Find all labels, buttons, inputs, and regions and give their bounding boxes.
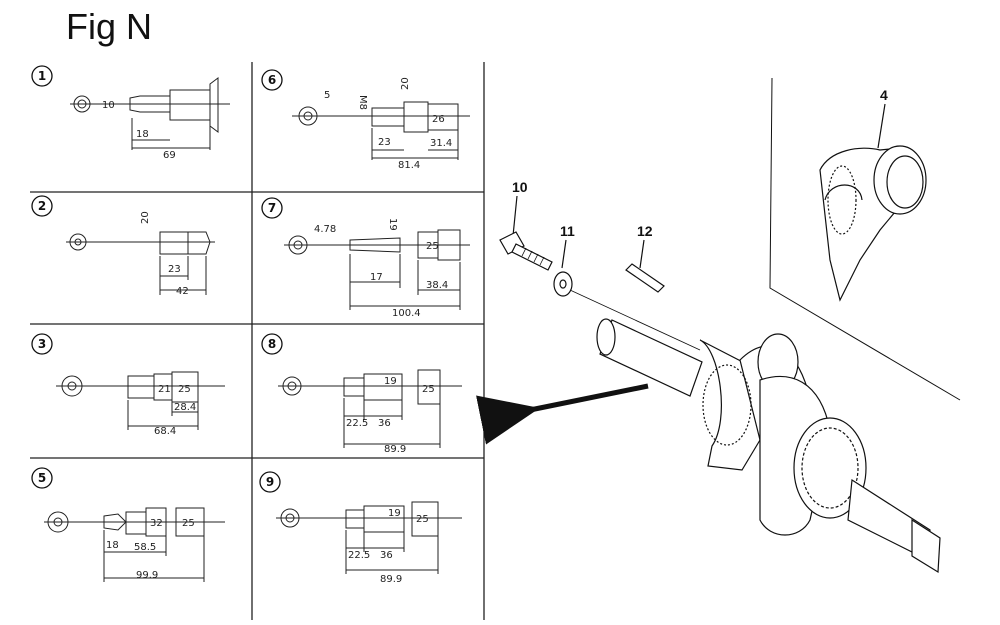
dim-label: 42 xyxy=(176,286,189,297)
dim-label: 25 xyxy=(182,518,195,529)
dim-label: 89.9 xyxy=(384,444,406,455)
dim-label: 89.9 xyxy=(380,574,402,585)
dim-label: 32 xyxy=(150,518,163,529)
panel-3: 3 21 25 28.4 68.4 xyxy=(31,333,225,437)
dim-label: 38.4 xyxy=(426,280,448,291)
part-number-11: 11 xyxy=(560,223,575,239)
dim-label: M8 xyxy=(357,95,368,110)
dim-label: 17 xyxy=(370,272,383,283)
panel-number: 2 xyxy=(38,199,46,213)
dim-label: 26 xyxy=(432,114,445,125)
dim-label: 28.4 xyxy=(174,402,196,413)
dim-label: 23 xyxy=(378,137,391,148)
panel-grid xyxy=(30,62,485,620)
bolt-part xyxy=(499,231,553,271)
dim-label: 5 xyxy=(324,90,330,101)
dim-label: 20 xyxy=(400,77,411,90)
dim-label: 18 xyxy=(136,129,149,140)
key-part xyxy=(625,263,665,293)
dim-label: 4.78 xyxy=(314,224,336,235)
panel-8: 8 19 25 22.5 36 89.9 xyxy=(261,333,462,455)
dim-label: 36 xyxy=(378,418,391,429)
panel-number: 6 xyxy=(268,73,276,87)
part-number-12: 12 xyxy=(637,223,653,239)
panel-6: 6 5 M8 20 23 26 31.4 81.4 xyxy=(261,69,470,171)
dim-label: 25 xyxy=(426,241,439,252)
dim-label: 99.9 xyxy=(136,570,158,581)
dim-label: 25 xyxy=(178,384,191,395)
panel-number: 5 xyxy=(38,471,46,485)
panel-7: 7 4.78 19 25 17 38.4 100.4 xyxy=(261,197,470,319)
part-number-10: 10 xyxy=(512,179,528,195)
part-number-4: 4 xyxy=(880,87,888,103)
crankshaft-part xyxy=(699,333,941,574)
dim-label: 58.5 xyxy=(134,542,156,553)
dim-label: 100.4 xyxy=(392,308,421,319)
dim-label: 22.5 xyxy=(346,418,368,429)
exploded-view xyxy=(499,77,961,574)
dim-label: 10 xyxy=(102,100,115,111)
panel-number: 8 xyxy=(268,337,276,351)
panel-number: 9 xyxy=(266,475,274,489)
dim-label: 25 xyxy=(422,384,435,395)
panel-9: 9 19 25 22.5 36 89.9 xyxy=(259,471,462,585)
panel-1: 1 10 18 69 xyxy=(31,65,230,161)
dim-label: 18 xyxy=(106,540,119,551)
dim-label: 25 xyxy=(416,514,429,525)
dim-label: 31.4 xyxy=(430,138,452,149)
dim-label: 81.4 xyxy=(398,160,420,171)
panel-number: 1 xyxy=(38,69,46,83)
dim-label: 21 xyxy=(158,384,171,395)
panel-number: 3 xyxy=(38,337,46,351)
direction-arrow xyxy=(476,383,649,445)
dim-label: 22.5 xyxy=(348,550,370,561)
dim-label: 20 xyxy=(140,211,151,224)
panel-2: 2 20 23 42 xyxy=(31,195,215,297)
panel-number: 7 xyxy=(268,201,276,215)
panel-5: 5 18 32 25 58.5 99.9 xyxy=(31,467,225,582)
washer-part xyxy=(553,271,573,297)
dim-label: 23 xyxy=(168,264,181,275)
dim-label: 68.4 xyxy=(154,426,176,437)
dim-label: 69 xyxy=(163,150,176,161)
dim-label: 19 xyxy=(388,508,401,519)
gear-inset-part xyxy=(819,145,927,302)
figure-title: Fig N xyxy=(66,6,153,47)
dim-label: 36 xyxy=(380,550,393,561)
dim-label: 19 xyxy=(387,218,398,231)
dim-label: 19 xyxy=(384,376,397,387)
